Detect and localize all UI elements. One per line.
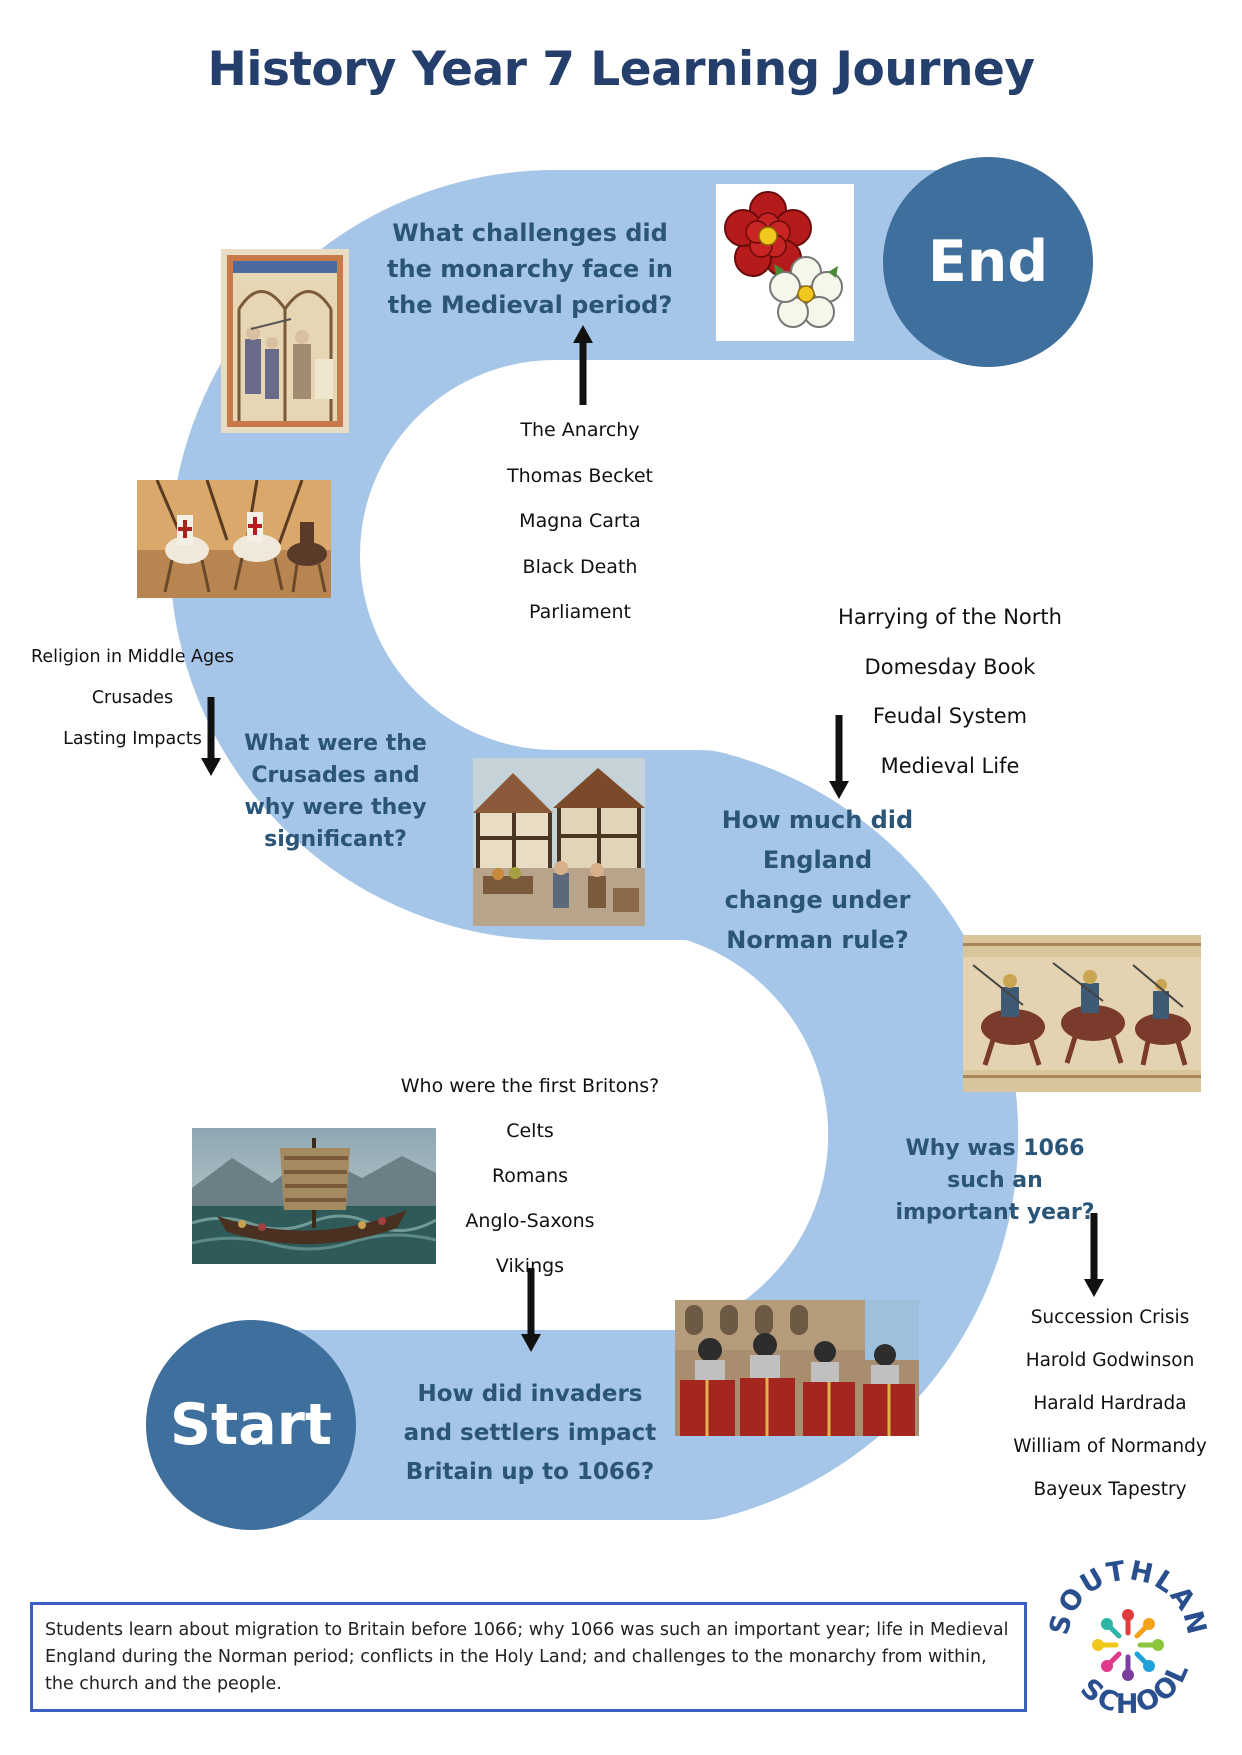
bayeux-tapestry-image bbox=[963, 935, 1201, 1092]
topic-item: Harold Godwinson bbox=[1025, 1350, 1195, 1371]
svg-text:SCHOOL: SCHOOL bbox=[1074, 1657, 1195, 1720]
topic-item: Black Death bbox=[522, 555, 638, 578]
arrow-down-icon bbox=[829, 715, 849, 799]
topics-1066: Succession Crisis Harold Godwinson Haral… bbox=[995, 1296, 1225, 1511]
topic-item: Crusades bbox=[91, 688, 174, 708]
becket-murder-manuscript-image bbox=[221, 249, 349, 433]
question-monarchy: What challenges did the monarchy face in… bbox=[387, 219, 673, 319]
roman-legionaries-image bbox=[675, 1300, 919, 1436]
tudor-roses-image bbox=[716, 184, 854, 341]
arrow-down-icon bbox=[521, 1268, 541, 1352]
summary-box: Students learn about migration to Britai… bbox=[30, 1602, 1027, 1712]
page-title: History Year 7 Learning Journey bbox=[207, 42, 1035, 97]
topic-item: Harald Hardrada bbox=[1033, 1393, 1187, 1414]
topic-item: Anglo-Saxons bbox=[465, 1210, 595, 1232]
end-label: End bbox=[927, 229, 1049, 295]
topic-item: The Anarchy bbox=[520, 419, 640, 441]
start-label: Start bbox=[169, 1392, 333, 1458]
topic-item: Thomas Becket bbox=[507, 464, 653, 487]
topics-monarchy: The Anarchy Thomas Becket Magna Carta Bl… bbox=[460, 408, 700, 636]
question-crusades: What were the Crusades and why were they… bbox=[244, 731, 427, 852]
topic-item: Vikings bbox=[495, 1255, 565, 1277]
topics-invaders: Who were the first Britons? Celts Romans… bbox=[380, 1064, 680, 1289]
topics-crusades: Religion in Middle Ages Crusades Lasting… bbox=[20, 637, 245, 760]
question-norman-rule: How much did England change under Norman… bbox=[721, 806, 914, 954]
topics-norman: Harrying of the North Domesday Book Feud… bbox=[820, 593, 1080, 791]
school-logo: SOUTHLANDS SCHOOL bbox=[1043, 1555, 1210, 1720]
topic-item: Romans bbox=[491, 1165, 569, 1187]
topic-item: Medieval Life bbox=[880, 753, 1020, 778]
topic-item: Who were the first Britons? bbox=[400, 1075, 660, 1097]
topic-item: Bayeux Tapestry bbox=[1033, 1479, 1187, 1500]
start-circle: Start bbox=[146, 1320, 356, 1530]
arrow-down-icon bbox=[1084, 1213, 1104, 1297]
topic-item: Parliament bbox=[529, 601, 631, 623]
topic-item: Celts bbox=[506, 1120, 554, 1142]
topic-item: Religion in Middle Ages bbox=[30, 647, 235, 667]
question-1066: Why was 1066 such an important year? bbox=[895, 1136, 1095, 1225]
topic-item: Feudal System bbox=[872, 704, 1028, 728]
end-circle: End bbox=[883, 157, 1093, 367]
topic-item: Domesday Book bbox=[864, 654, 1036, 679]
topic-item: Magna Carta bbox=[519, 510, 641, 532]
topic-item: Lasting Impacts bbox=[63, 729, 202, 749]
crusaders-battle-image bbox=[137, 480, 331, 598]
topic-item: Succession Crisis bbox=[1030, 1307, 1190, 1328]
arrow-up-icon bbox=[573, 325, 593, 405]
question-invaders: How did invaders and settlers impact Bri… bbox=[403, 1381, 657, 1485]
viking-longship-image bbox=[192, 1128, 436, 1264]
topic-item: William of Normandy bbox=[1013, 1436, 1207, 1457]
medieval-market-image bbox=[473, 758, 645, 926]
topic-item: Harrying of the North bbox=[838, 605, 1062, 629]
arrow-down-icon bbox=[201, 697, 221, 776]
